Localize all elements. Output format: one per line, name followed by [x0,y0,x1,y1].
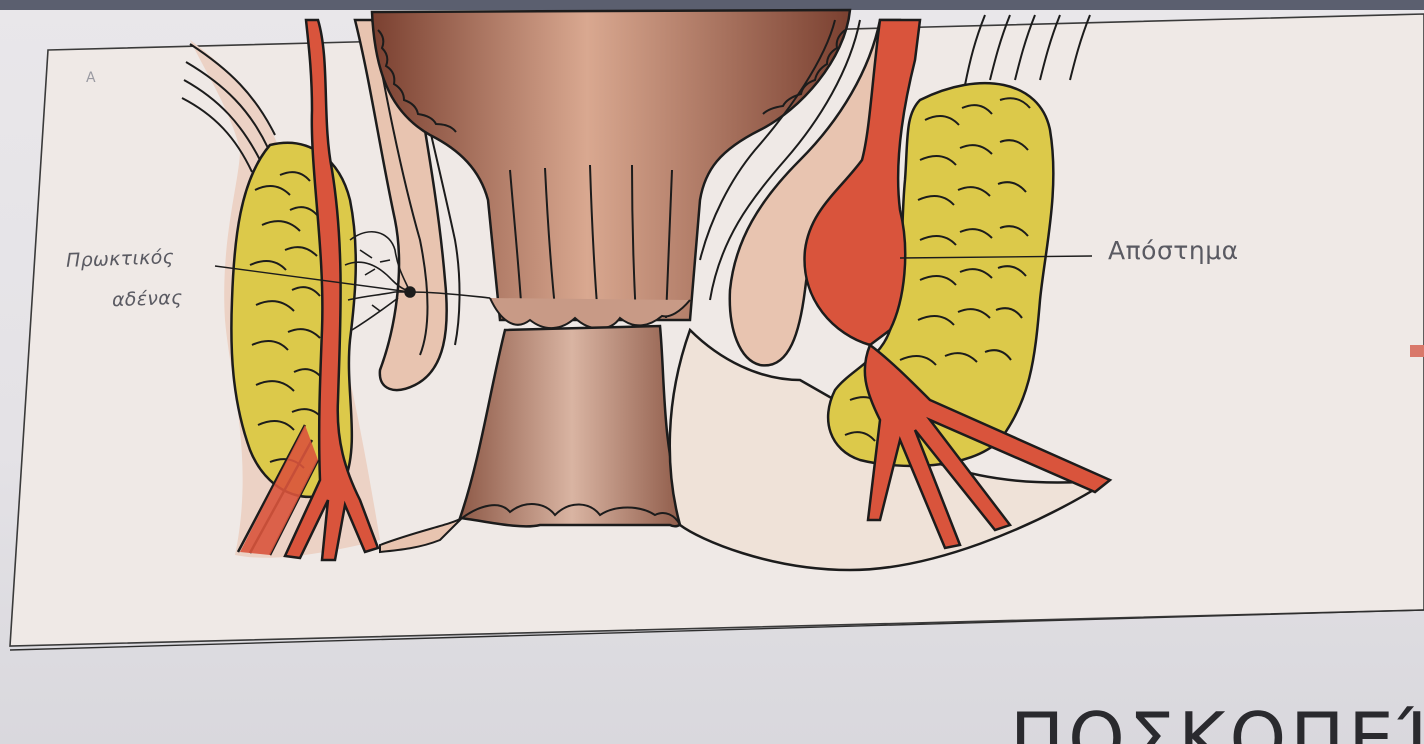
label-anal-gland-line2: αδένας [112,287,183,311]
top-edge-shadow [0,0,1424,10]
label-abscess: Απόστημα [1108,236,1239,265]
body-text-fragment: ΠΟΣΚΟΠΕΊ [1010,703,1424,744]
label-anal-gland-line1: Πρωκτικός [66,246,175,272]
page-marker [1410,345,1424,357]
panel-letter: A [86,70,96,86]
